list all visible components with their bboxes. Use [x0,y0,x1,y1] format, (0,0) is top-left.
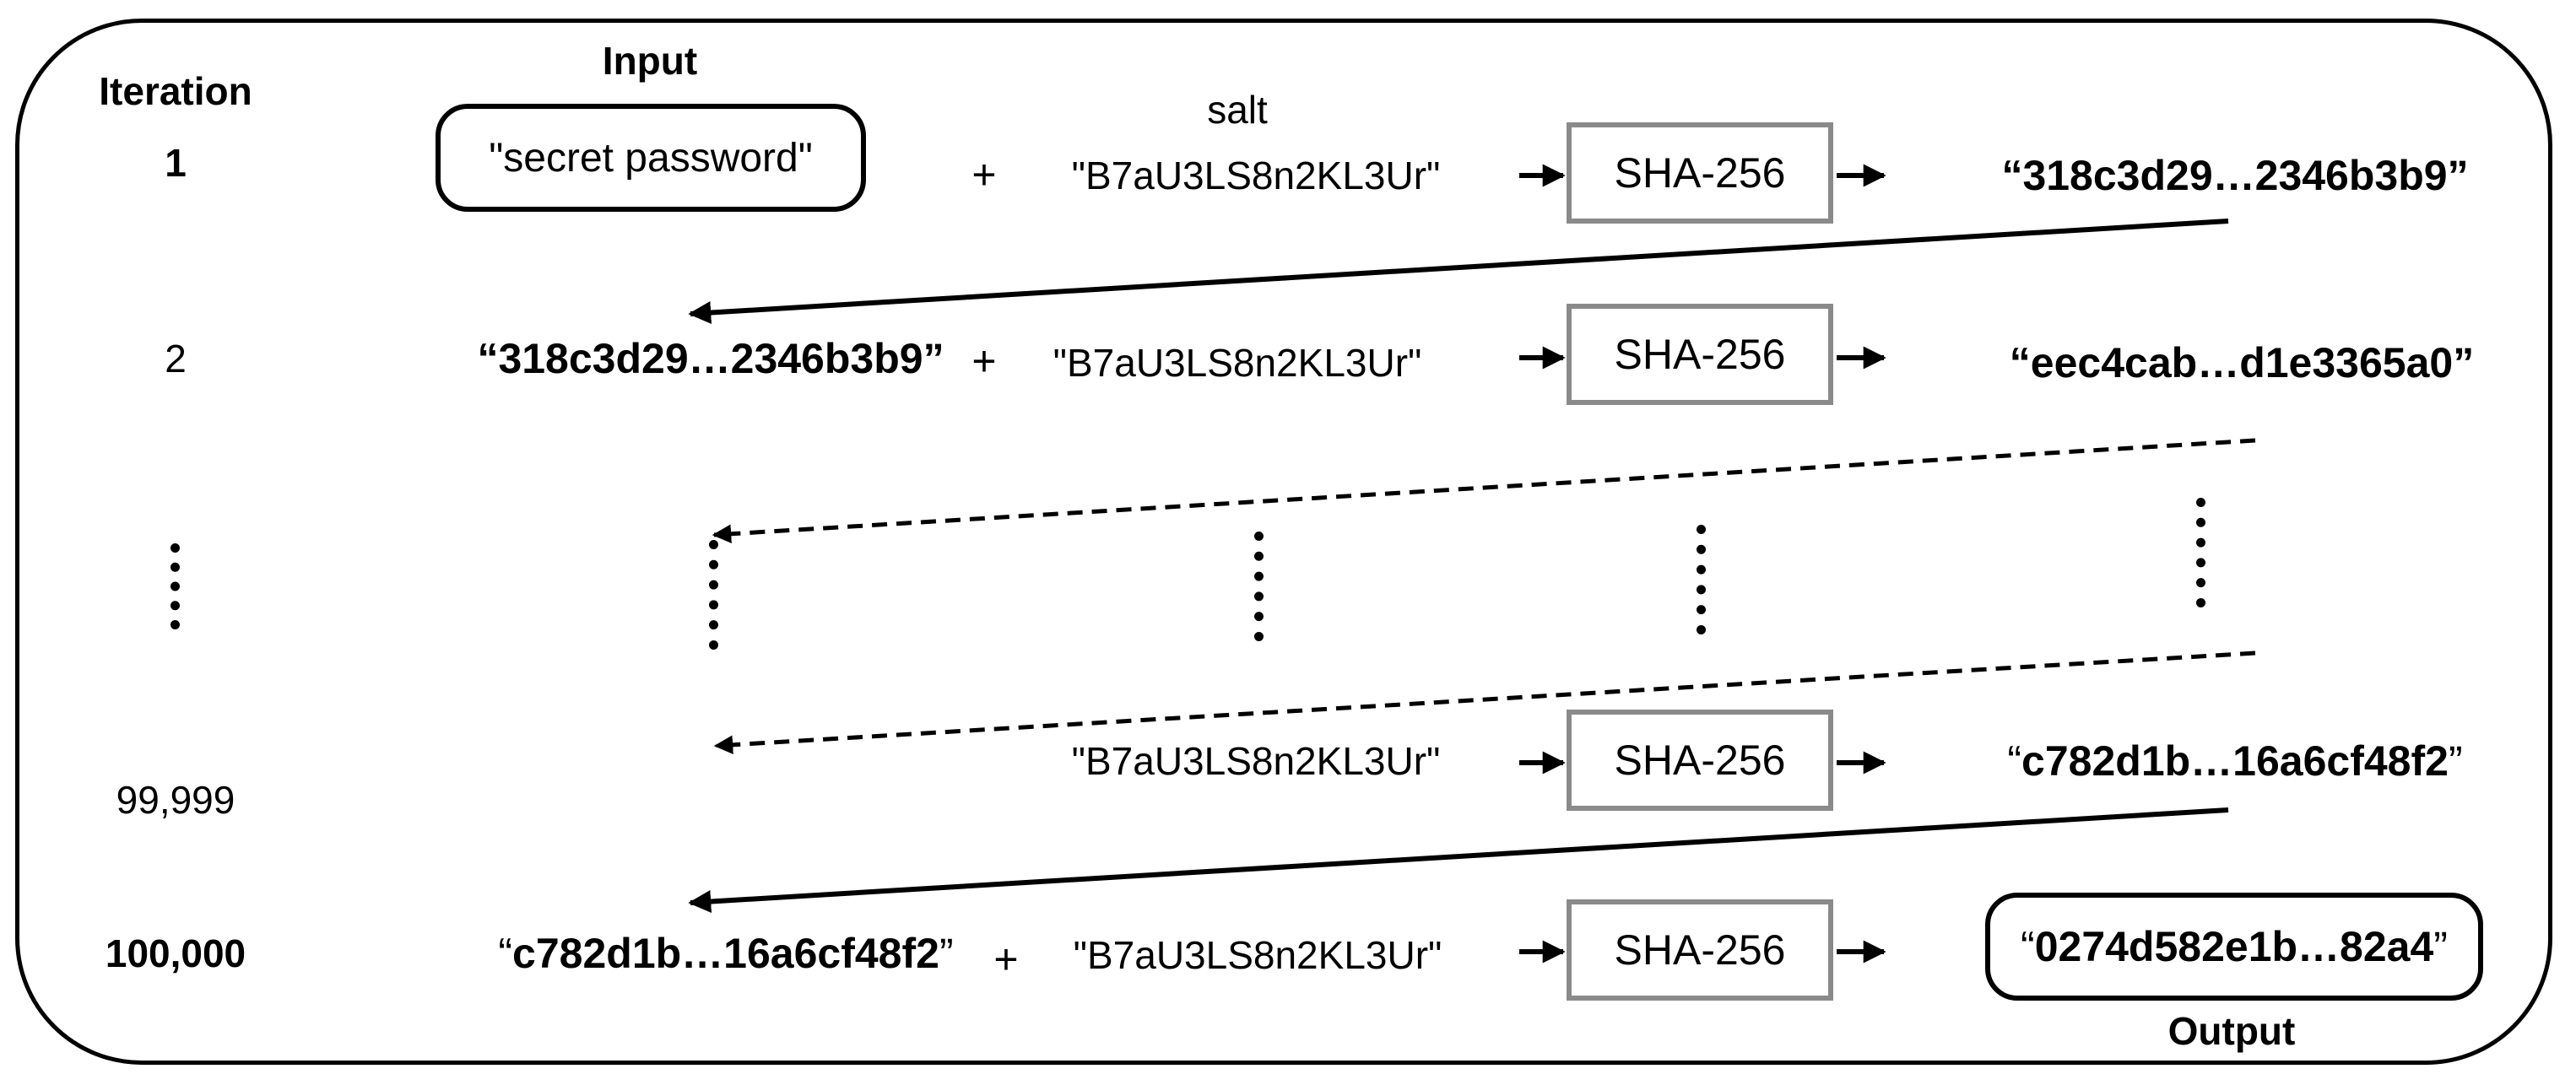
salt-header: salt [1207,88,1268,132]
salt-value: "B7aU3LS8n2KL3Ur" [1071,739,1441,783]
close-quote: ” [939,930,954,977]
iteration-2: 2 [165,337,187,381]
sha256-label: SHA-256 [1614,149,1786,197]
vertical-ellipsis [2196,498,2205,607]
input-hash: “c782d1b…16a6cf48f2” [498,932,953,974]
sha256-label: SHA-256 [1614,926,1786,974]
output-header: Output [2167,1009,2296,1053]
hash-value: 0274d582e1b…82a4 [2034,923,2434,970]
plus-sign: + [971,151,997,198]
sha256-box: SHA-256 [1567,710,1833,811]
sha256-box: SHA-256 [1567,304,1833,405]
salt-value: "B7aU3LS8n2KL3Ur" [1071,154,1441,197]
sha256-label: SHA-256 [1614,331,1786,378]
input-box: "secret password" [436,104,866,212]
hash-value: c782d1b…16a6cf48f2 [512,930,939,977]
feedback-arrow [688,219,2229,325]
input-value: "secret password" [489,135,813,181]
open-quote: “ [2007,737,2022,785]
output-box: “0274d582e1b…82a4” [1985,893,2483,1001]
iteration-header: Iteration [99,69,252,113]
input-header: Input [602,39,698,83]
vertical-ellipsis [709,540,718,650]
vertical-ellipsis [1254,532,1264,641]
salt-value: "B7aU3LS8n2KL3Ur" [1053,341,1422,385]
iteration-100000: 100,000 [105,931,246,975]
close-quote: ” [2433,923,2448,970]
plus-sign: + [971,337,997,385]
close-quote: ” [2448,737,2463,785]
feedback-arrow [688,807,2229,914]
plus-sign: + [993,936,1019,983]
diagram-frame [15,19,2552,1065]
input-hash: “318c3d29…2346b3b9” [477,335,944,382]
output-hash: “c782d1b…16a6cf48f2” [2007,740,2462,782]
salt-value: "B7aU3LS8n2KL3Ur" [1073,933,1442,977]
output-hash: “318c3d29…2346b3b9” [2001,152,2469,199]
sha256-label: SHA-256 [1614,737,1786,784]
iteration-1: 1 [165,141,187,185]
dashed-feedback-arrow [713,650,2256,755]
open-quote: “ [498,930,513,977]
vertical-ellipsis [1697,525,1706,634]
hash-value: c782d1b…16a6cf48f2 [2021,737,2449,785]
iteration-99999: 99,999 [116,778,235,822]
open-quote: “ [2021,923,2035,970]
sha256-box: SHA-256 [1567,122,1833,224]
vertical-ellipsis [170,543,180,629]
output-hash: “0274d582e1b…82a4” [2021,922,2448,971]
output-hash: “eec4cab…d1e3365a0” [2009,339,2475,386]
sha256-box: SHA-256 [1567,899,1833,1001]
dashed-feedback-arrow [712,438,2256,543]
